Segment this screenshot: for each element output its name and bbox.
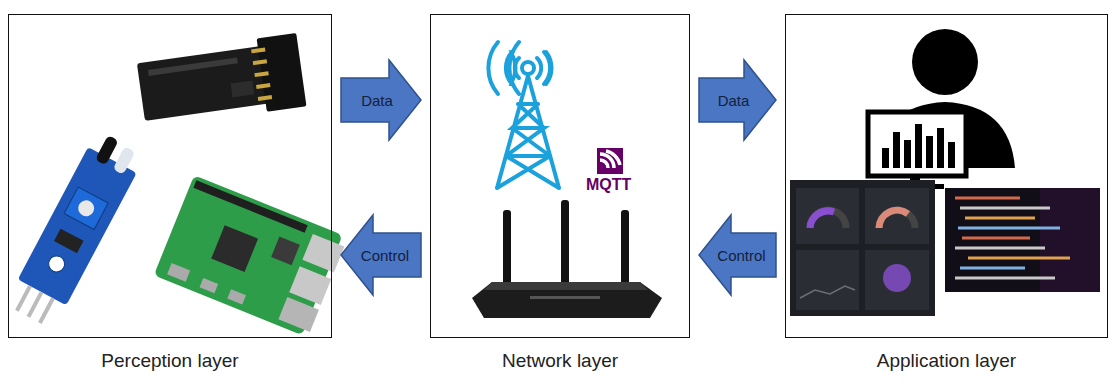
layer-title: Network layer bbox=[411, 350, 709, 372]
protocol-name: MQTT bbox=[586, 176, 631, 194]
tpm-module bbox=[136, 33, 307, 129]
block-arrow bbox=[341, 60, 421, 140]
layer-box: Network layer bbox=[430, 14, 690, 338]
block-arrow bbox=[341, 215, 421, 295]
radio-tower bbox=[488, 42, 559, 188]
block-arrow bbox=[699, 60, 776, 140]
layer-box: Perception layer bbox=[8, 14, 332, 338]
arrow-label: Data bbox=[718, 92, 750, 109]
router bbox=[472, 200, 662, 318]
layer-box: Application layer bbox=[785, 14, 1108, 338]
raspberry-pi bbox=[154, 175, 348, 337]
ir-sensor bbox=[5, 129, 147, 330]
arrow-label: Control bbox=[717, 247, 765, 264]
dashboard-screenshot bbox=[790, 180, 935, 316]
signal-waves bbox=[506, 52, 550, 84]
arrow-label: Control bbox=[361, 247, 409, 264]
monitor-icon bbox=[868, 112, 966, 189]
code-screenshot bbox=[945, 188, 1100, 292]
block-arrow bbox=[699, 215, 776, 295]
mqtt-icon bbox=[597, 148, 623, 174]
layer-title: Perception layer bbox=[0, 350, 351, 372]
layer-title: Application layer bbox=[766, 350, 1115, 372]
arrow-label: Data bbox=[361, 92, 393, 109]
